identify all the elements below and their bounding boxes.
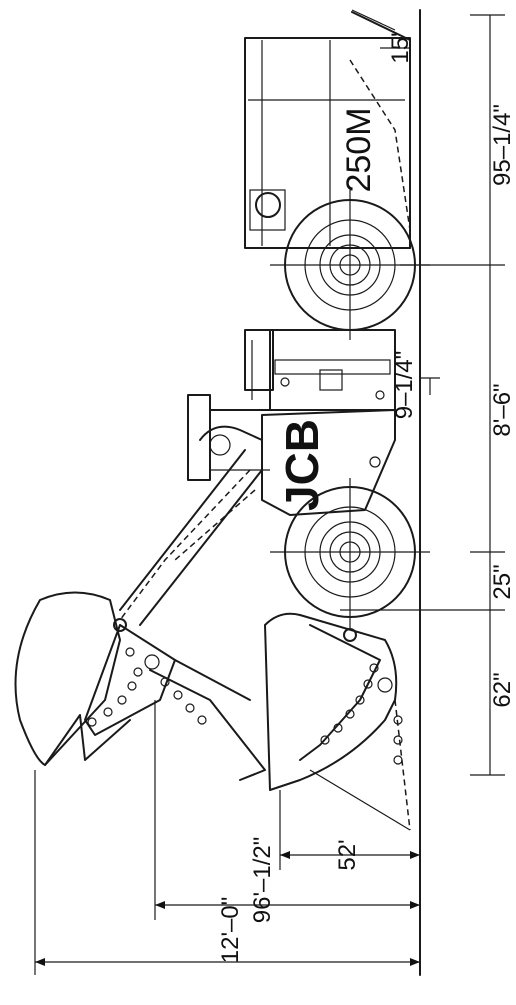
rear-body (244, 9, 411, 249)
front-wheel (270, 478, 430, 628)
bucket-raised (14, 591, 266, 781)
brand-logo: JCB (276, 419, 328, 511)
lift-arm-raised (119, 449, 263, 626)
cab (187, 394, 271, 481)
dim-rear-overhang: 95–1/4" (489, 104, 516, 186)
dim-max-height: 12'–0" (217, 897, 244, 964)
dim-frame-clearance: 9–1/4" (391, 351, 418, 420)
dimension-lines-right (340, 14, 505, 776)
dim-bucket-reach: 62" (489, 672, 516, 707)
model-label: 250M (340, 107, 378, 192)
bucket-lowered (264, 612, 411, 831)
dim-front-axle-to-bucket: 25" (489, 564, 516, 599)
dim-dump-clearance: 52' (334, 839, 361, 870)
dim-wheelbase: 8'–6" (489, 383, 516, 436)
dim-dump-height: 96'–1/2" (249, 837, 276, 924)
dimension-lines-bottom (34, 377, 440, 975)
dim-rear-tilt-angle: 15' (387, 32, 414, 63)
center-frame (244, 329, 396, 411)
